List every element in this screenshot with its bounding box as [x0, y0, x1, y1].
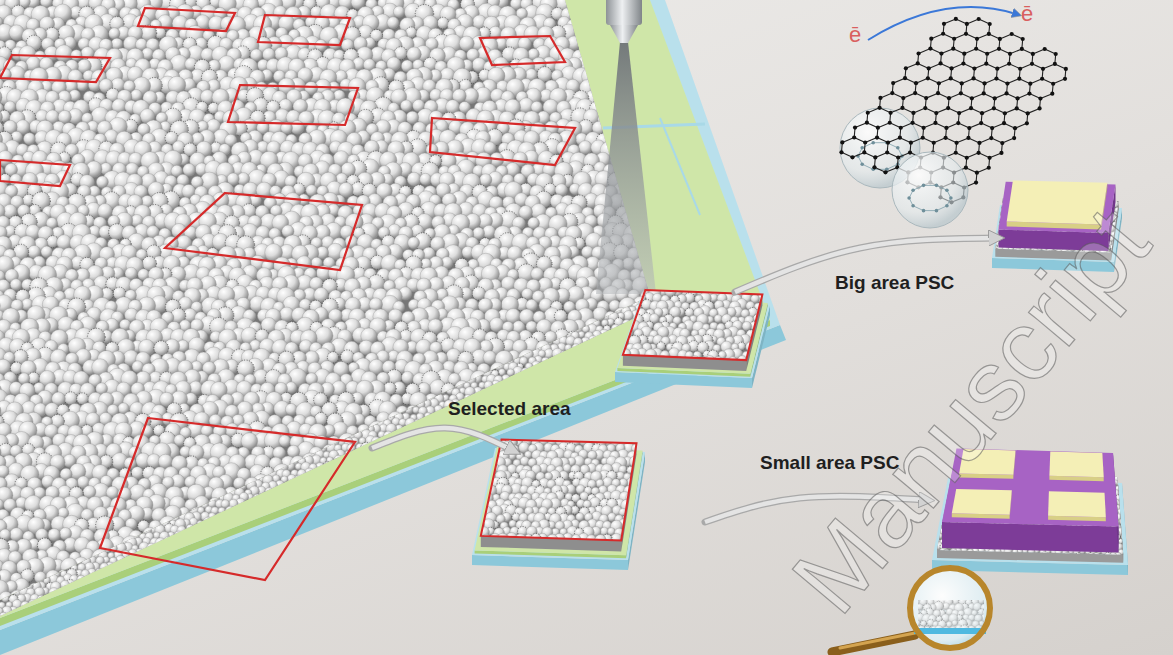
- glass-edge: [0, 325, 786, 655]
- glass: [0, 0, 780, 630]
- nanoparticle: [225, 506, 236, 517]
- fto-layer: [0, 0, 770, 618]
- nanoparticle: [541, 357, 549, 365]
- nanoparticle: [24, 133, 36, 145]
- nanoparticle: [21, 601, 30, 610]
- large-substrate: [0, 0, 786, 655]
- nanoparticle: [579, 141, 593, 155]
- nanoparticle: [560, 351, 567, 358]
- nanoparticle: [480, 174, 492, 186]
- nanoparticle: [155, 538, 166, 549]
- fto-edge: [0, 320, 770, 626]
- nanoparticle: [163, 537, 172, 546]
- nanoparticle: [77, 575, 86, 584]
- nanoparticle: [491, 380, 500, 389]
- nanoparticle: [49, 588, 60, 599]
- film-base: [0, 0, 650, 600]
- nanoparticle: [480, 389, 488, 397]
- nanoparticle: [623, 311, 633, 321]
- nanoparticle: [197, 521, 204, 528]
- nanoparticle: [203, 517, 214, 528]
- nanoparticle: [0, 612, 8, 620]
- nanoparticle: [30, 594, 39, 603]
- nanoparticle: [177, 526, 186, 535]
- nanoparticle: [525, 363, 533, 371]
- nanoparticle: [37, 595, 45, 603]
- nanoparticle: [408, 237, 420, 249]
- nanoparticle: [96, 176, 108, 188]
- nanoparticle: [387, 17, 399, 29]
- nanoparticle: [424, 412, 431, 419]
- nanoparticle: [265, 488, 274, 497]
- nanoparticle: [323, 462, 332, 471]
- nanoparticle: [326, 457, 333, 464]
- nanoparticle: [208, 513, 216, 521]
- nanoparticle: [405, 418, 416, 429]
- nanoparticle: [605, 311, 616, 322]
- nanoparticle: [304, 468, 315, 479]
- nanoparticle: [407, 47, 422, 62]
- nanoparticle: [619, 297, 637, 315]
- nanoparticle: [315, 463, 325, 473]
- nanoparticle: [147, 543, 156, 552]
- nanoparticle: [590, 81, 606, 97]
- nanoparticle: [575, 30, 587, 42]
- nanoparticle: [552, 348, 563, 359]
- nanoparticle: [622, 320, 631, 329]
- etch-line: [660, 118, 700, 215]
- nanoparticle-film: [0, 0, 657, 606]
- nanoparticle: [28, 600, 37, 609]
- nanoparticle: [111, 38, 122, 49]
- nanoparticle: [100, 563, 109, 572]
- nanoparticle: [183, 164, 196, 177]
- nanoparticle: [88, 78, 101, 91]
- nanoparticle: [588, 336, 598, 346]
- nanoparticle: [95, 569, 104, 578]
- nanoparticle: [393, 6, 404, 17]
- nanoparticle: [131, 89, 143, 101]
- nanoparticle: [139, 542, 149, 552]
- nanoparticle: [420, 173, 432, 185]
- nanoparticle-film: [0, 291, 658, 620]
- nanoparticle: [437, 17, 449, 29]
- nanoparticle: [109, 28, 120, 39]
- nanoparticle: [484, 381, 493, 390]
- nanoparticle: [614, 307, 629, 322]
- nanoparticle: [218, 507, 225, 514]
- nanoparticle: [407, 172, 421, 186]
- nanoparticle: [599, 329, 610, 340]
- nanoparticle: [98, 204, 113, 219]
- nanoparticle: [406, 111, 419, 124]
- nanoparticle: [434, 405, 443, 414]
- nanoparticle: [215, 513, 224, 522]
- nanoparticle: [484, 142, 496, 154]
- nanoparticle: [55, 45, 72, 62]
- nanoparticle: [565, 344, 572, 351]
- nanoparticle: [401, 100, 413, 112]
- nanoparticle: [287, 474, 296, 483]
- nanoparticle: [60, 580, 70, 590]
- nanoparticle: [57, 235, 72, 250]
- nanoparticle: [617, 325, 626, 334]
- nanoparticle: [10, 279, 22, 291]
- nanoparticle: [572, 344, 581, 353]
- film-base: [0, 296, 652, 616]
- nanoparticle: [309, 464, 317, 472]
- nanoparticle: [521, 368, 530, 377]
- nanoparticle: [71, 50, 82, 61]
- nanoparticle: [252, 494, 262, 504]
- nanoparticle: [174, 531, 184, 541]
- nanoparticle: [186, 524, 194, 532]
- nanoparticle: [297, 469, 306, 478]
- nanoparticle: [294, 475, 304, 485]
